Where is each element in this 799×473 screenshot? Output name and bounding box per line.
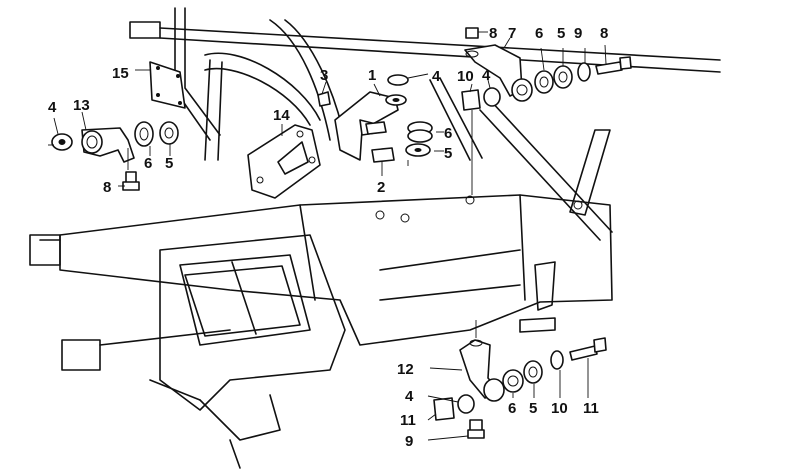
callout-6-center: 6 [444,125,452,142]
engine-block [29,194,613,469]
bracket-14 [247,124,321,199]
callout-1: 1 [368,67,376,84]
callout-labels: 15 14 13 4 6 5 8 3 1 2 4 6 5 8 7 6 5 9 8… [48,25,608,450]
callout-4-left: 4 [48,99,57,116]
callout-14: 14 [273,107,290,124]
callout-3: 3 [320,67,328,84]
callout-4-top: 4 [482,67,491,84]
callout-9-top: 8 [600,25,608,42]
callout-2: 2 [377,179,385,196]
callout-8-left: 8 [103,179,111,196]
callout-9-bottom: 11 [583,400,599,417]
callout-5-left: 5 [165,155,173,172]
callout-13: 13 [73,97,90,114]
callout-15: 15 [112,65,129,82]
callout-4-bottom: 4 [405,388,414,405]
callout-5-bottom: 5 [529,400,537,417]
callout-7: 7 [508,25,516,42]
callout-10-top: 9 [574,25,582,42]
lower-right-mount-assembly [433,337,607,439]
callout-5-top: 5 [557,25,565,42]
callout-6-left: 6 [144,155,152,172]
frame-tubes [129,7,721,241]
callout-11-top: 10 [457,68,474,85]
callout-11-bottom: 11 [400,412,416,429]
callout-8-top: 8 [489,25,497,42]
leader-lines [48,31,607,441]
callout-4-center: 4 [432,68,441,85]
center-mount-assembly [317,74,433,163]
callout-10-bottom: 10 [551,400,568,417]
mounting-plate-15 [149,61,186,109]
callout-12: 12 [397,361,414,378]
left-mount-assembly [51,121,179,191]
callout-6-bottom: 6 [508,400,516,417]
callout-8-bottom: 9 [405,433,413,450]
callout-5-center: 5 [444,145,452,162]
upper-right-mount-assembly [461,27,632,111]
callout-6-top: 6 [535,25,543,42]
